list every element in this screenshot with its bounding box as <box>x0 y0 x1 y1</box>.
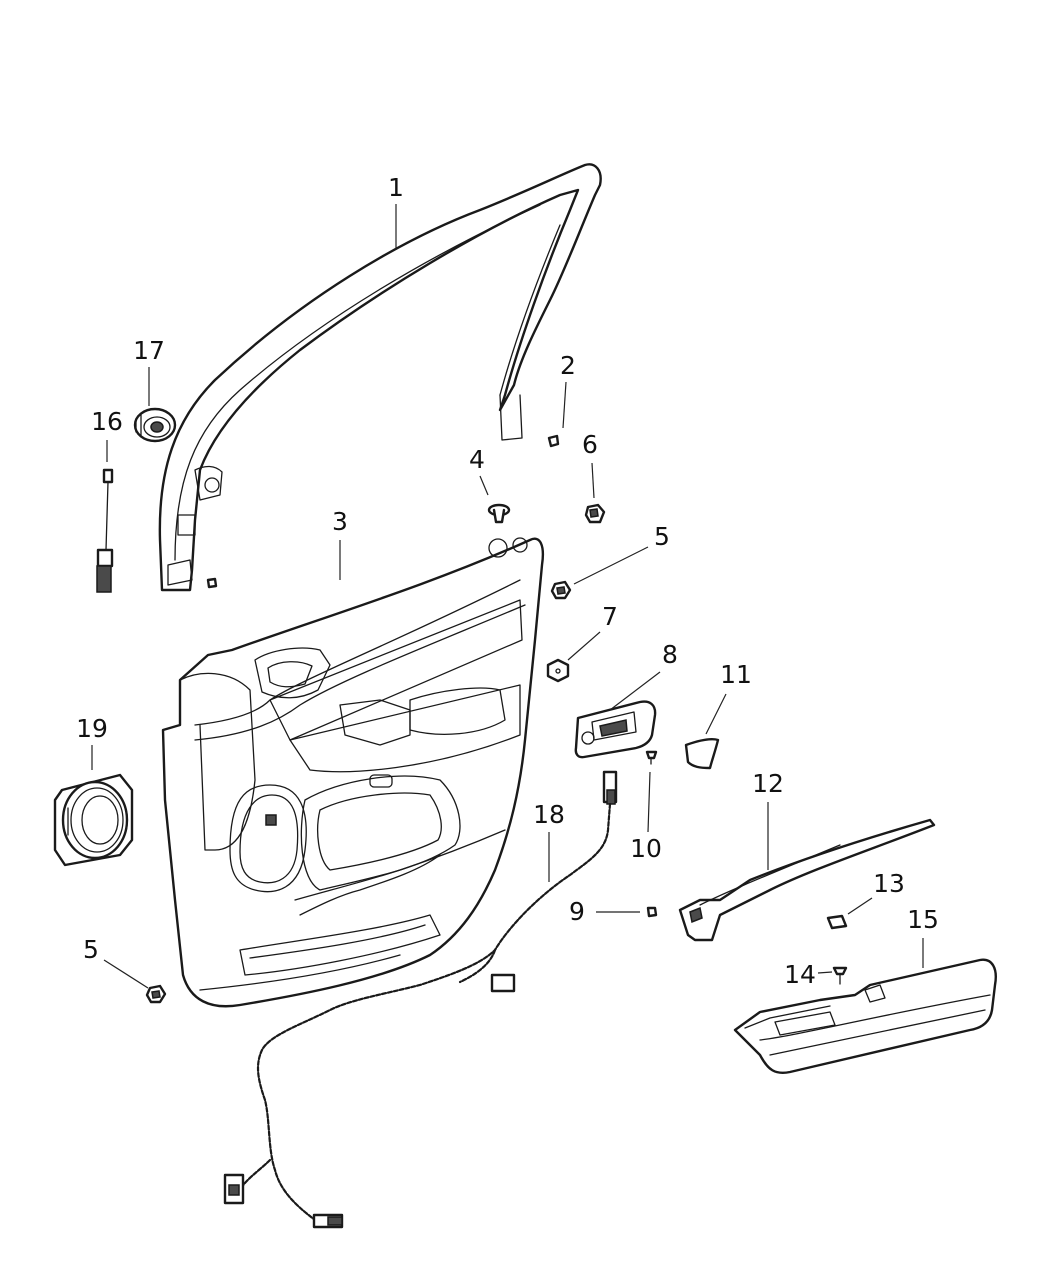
callout-15: 15 <box>907 905 939 934</box>
leader-10 <box>647 771 651 833</box>
leader-2 <box>562 381 567 429</box>
part-15-armrest <box>733 958 997 1074</box>
callout-7: 7 <box>602 602 618 631</box>
part-11-bezel-cap <box>684 738 720 770</box>
callout-12: 12 <box>752 769 784 798</box>
callout-4: 4 <box>469 445 485 474</box>
callout-18: 18 <box>533 800 565 829</box>
callout-11: 11 <box>720 660 752 689</box>
callout-16: 16 <box>91 407 123 436</box>
callout-5-lower: 5 <box>83 935 99 964</box>
part-5-clip-lower <box>145 984 167 1004</box>
part-14-screw <box>832 966 848 985</box>
leader-4 <box>479 475 489 496</box>
callout-17: 17 <box>133 336 165 365</box>
callout-5-upper: 5 <box>654 522 670 551</box>
callout-2: 2 <box>560 351 576 380</box>
part-7-nut <box>546 658 570 683</box>
part-6-fastener <box>584 503 606 524</box>
callout-6: 6 <box>582 430 598 459</box>
part-16-tweeter-harness <box>96 468 114 593</box>
part-3-door-trim-panel <box>161 537 544 1008</box>
part-8-inside-handle <box>574 700 657 759</box>
part-clip-near-frame <box>206 577 218 589</box>
part-2-clip <box>547 434 560 448</box>
part-18-wire-harness <box>223 770 618 1229</box>
leader-7 <box>567 631 601 661</box>
part-13-pad <box>826 914 848 930</box>
part-12-armrest-bezel <box>678 818 936 942</box>
part-17-tweeter-speaker <box>133 407 177 443</box>
leader-14 <box>817 971 833 974</box>
leader-11 <box>705 693 727 735</box>
part-9-clip <box>646 906 658 918</box>
leader-8 <box>609 671 661 711</box>
callout-9: 9 <box>569 897 585 926</box>
callout-1: 1 <box>388 173 404 202</box>
leader-6 <box>591 462 595 499</box>
callout-10: 10 <box>630 834 662 863</box>
part-5-clip-upper <box>550 580 572 600</box>
part-10-screw <box>645 750 658 765</box>
leader-13 <box>847 897 873 915</box>
part-4-push-pin <box>487 503 511 524</box>
callout-8: 8 <box>662 640 678 669</box>
leader-5-lower <box>103 959 149 989</box>
callout-19: 19 <box>76 714 108 743</box>
leader-5-upper <box>573 546 649 585</box>
callout-3: 3 <box>332 507 348 536</box>
part-19-speaker <box>53 773 134 867</box>
callout-13: 13 <box>873 869 905 898</box>
part-1-window-frame-molding <box>158 163 602 592</box>
callout-14: 14 <box>784 960 816 989</box>
